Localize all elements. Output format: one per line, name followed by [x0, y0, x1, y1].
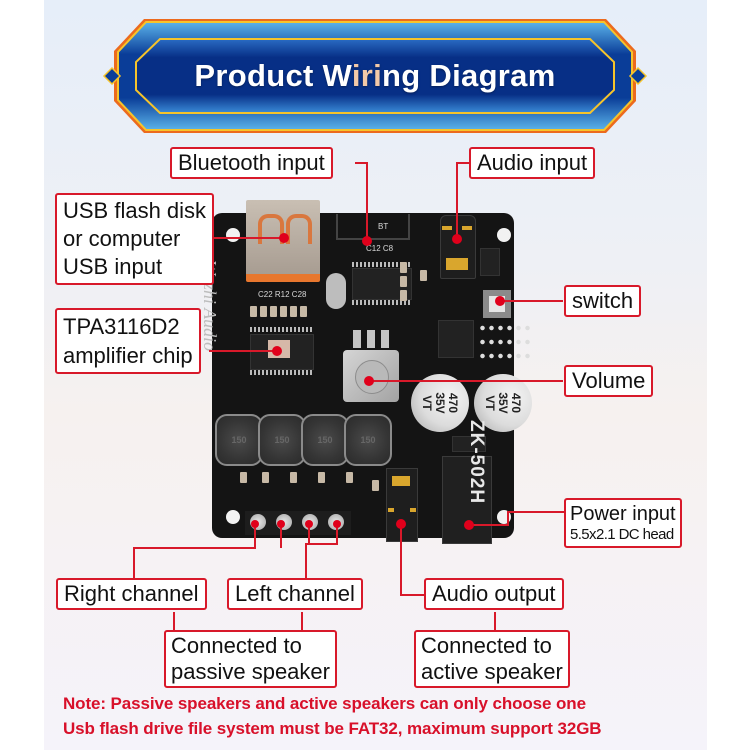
- banner-frame: [102, 19, 648, 133]
- inductor: 150: [215, 414, 263, 466]
- header-pins: [478, 324, 532, 332]
- smd-component: [346, 472, 353, 483]
- header-pins: [478, 338, 532, 346]
- label-switch: switch: [564, 285, 642, 317]
- board-model: ZK-502H: [466, 420, 487, 505]
- mounting-hole: [226, 510, 240, 524]
- jack-contact: [392, 476, 410, 486]
- page-title: Product Wiring Diagram: [194, 58, 556, 93]
- jack-contact: [446, 258, 468, 270]
- silkscreen: BT: [378, 222, 389, 231]
- smd-component: [318, 472, 325, 483]
- jack-contact: [442, 226, 452, 230]
- speaker-terminal-right-plus[interactable]: [271, 511, 299, 535]
- label-audio-output: Audio output: [424, 578, 564, 610]
- label-audio-input: Audio input: [469, 147, 596, 179]
- silkscreen: C22 R12 C28: [258, 290, 307, 299]
- label-volume: Volume: [564, 365, 654, 397]
- speaker-terminal-left-plus[interactable]: [323, 511, 351, 535]
- bluetooth-antenna: [336, 214, 410, 240]
- smd-component: [290, 472, 297, 483]
- chip-pins: [250, 370, 312, 375]
- mounting-hole: [497, 228, 511, 242]
- inductor: 150: [344, 414, 392, 466]
- smd-component: [400, 290, 407, 301]
- smd-component: [270, 306, 277, 317]
- chip-pins: [352, 262, 410, 267]
- chip-thermal-pad: [268, 340, 290, 358]
- crystal-oscillator: [326, 273, 346, 309]
- pot-pin: [381, 330, 389, 348]
- smd-component: [400, 276, 407, 287]
- smd-component: [400, 262, 407, 273]
- smd-component: [262, 472, 269, 483]
- note-speaker-choice: Note: Passive speakers and active speake…: [63, 694, 586, 713]
- inductor: 150: [301, 414, 349, 466]
- label-bluetooth-input: Bluetooth input: [170, 147, 333, 179]
- mounting-hole: [226, 228, 240, 242]
- inductor: 150: [258, 414, 306, 466]
- pot-pin: [367, 330, 375, 348]
- note-usb-format: Usb flash drive file system must be FAT3…: [63, 719, 602, 738]
- smd-component: [290, 306, 297, 317]
- label-power-input: Power input 5.5x2.1 DC head: [564, 498, 682, 548]
- usb-port: [246, 200, 320, 282]
- header-pins: [478, 352, 532, 360]
- smd-component: [372, 480, 379, 491]
- smd-component: [280, 306, 287, 317]
- jack-contact: [462, 226, 472, 230]
- regulator-78m05: [438, 320, 474, 358]
- diode-d1: [480, 248, 500, 276]
- label-left-channel: Left channel: [227, 578, 363, 610]
- smd-component: [260, 306, 267, 317]
- label-right-channel: Right channel: [56, 578, 207, 610]
- silkscreen: C12 C8: [366, 244, 394, 253]
- jack-contact: [388, 508, 394, 512]
- speaker-terminal-left-minus[interactable]: [297, 511, 325, 535]
- chip-pins: [352, 300, 410, 305]
- smd-component: [250, 306, 257, 317]
- speaker-terminal-right-minus[interactable]: [245, 511, 273, 535]
- power-switch[interactable]: [483, 290, 511, 318]
- mounting-hole: [497, 510, 511, 524]
- jack-contact: [410, 508, 416, 512]
- pot-pin: [353, 330, 361, 348]
- smd-component: [300, 306, 307, 317]
- diode-d8: [452, 436, 486, 452]
- smd-component: [240, 472, 247, 483]
- chip-pins: [250, 327, 312, 332]
- title-banner: Product Wiring Diagram: [102, 17, 648, 135]
- smd-component: [420, 270, 427, 281]
- volume-knob[interactable]: [343, 350, 399, 402]
